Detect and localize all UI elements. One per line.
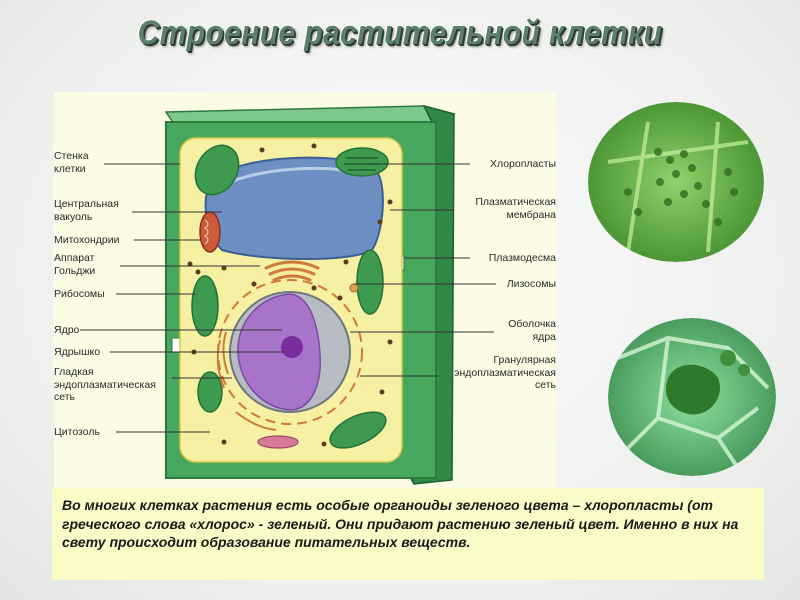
micrograph-leaf-cells (608, 318, 776, 476)
caption-text: Во многих клетках растения есть особые о… (62, 497, 739, 550)
ribosomes (187, 143, 393, 447)
label-mitochondria: Митохондрии (54, 234, 120, 246)
label-lysosomes: Лизосомы (506, 278, 556, 290)
lysosome (349, 283, 359, 293)
chloroplast-left-low (197, 371, 223, 413)
chloroplast-thylakoids (344, 157, 378, 171)
micrograph-chloroplasts (588, 102, 764, 262)
chloroplast-top-right (335, 147, 389, 177)
label-nucleus: Ядро (54, 324, 80, 336)
cell-illustration (80, 104, 496, 485)
chloroplast-bottom-right (329, 411, 387, 449)
leader-lines (80, 163, 496, 433)
chloroplast-left-mid (191, 275, 219, 337)
mitochondrion (199, 211, 221, 253)
golgi-apparatus (264, 260, 320, 282)
caption-box: Во многих клетках растения есть особые о… (52, 488, 764, 580)
label-plasmodesma: Плазмодесма (488, 252, 556, 264)
mitochondrion-cristae (203, 219, 209, 245)
rough-er-bottom (257, 435, 299, 449)
label-chloroplasts: Хлоропласты (489, 158, 556, 170)
nucleolus (281, 336, 303, 358)
label-ribosomes: Рибосомы (54, 288, 105, 300)
chloroplast-right-mid (356, 249, 384, 315)
chloroplast-top-left (194, 144, 240, 196)
label-cytosol: Цитозоль (54, 426, 100, 438)
label-nucleolus: Ядрышко (54, 346, 101, 358)
slide-title: Строение растительной клетки (137, 14, 663, 52)
